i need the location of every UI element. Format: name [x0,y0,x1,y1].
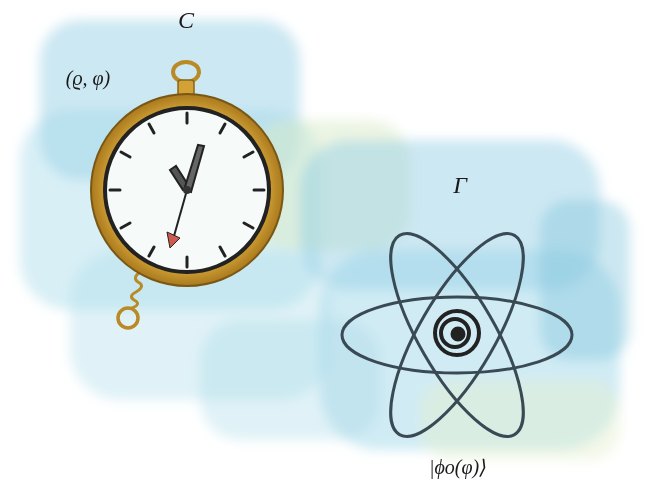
clock-label: C [178,8,194,32]
watercolor-wash [20,20,630,460]
pocket-watch [91,62,283,328]
atom-label: Γ [453,173,467,197]
clock-coordinates: (ϱ, φ) [66,68,111,88]
state-label: |ϕo(φ)⟩ [429,457,487,477]
atom [342,216,572,453]
